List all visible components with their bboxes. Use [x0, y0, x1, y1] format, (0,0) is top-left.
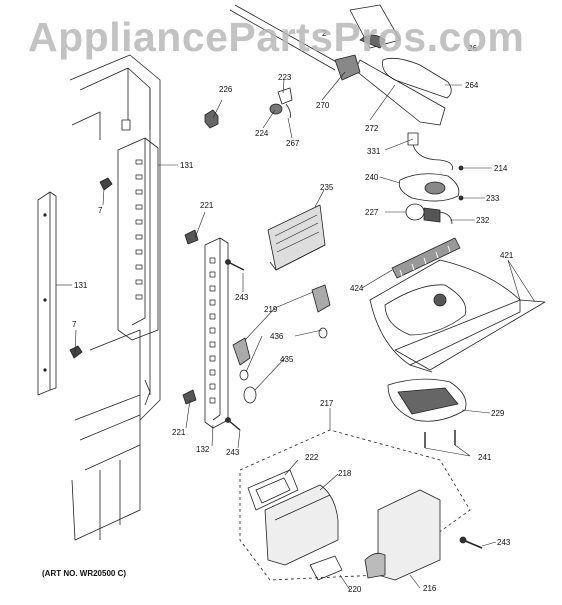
callout-243-lower: 243	[226, 448, 240, 457]
callout-219: 219	[264, 305, 278, 314]
callout-131-center: 131	[180, 161, 194, 170]
watermark-logo: AppliancePartsPros.com	[28, 14, 525, 60]
bulb-435	[243, 386, 257, 404]
callout-226: 226	[219, 85, 233, 94]
callout-214: 214	[494, 164, 508, 173]
clip-7-lower	[69, 345, 83, 359]
callout-229: 229	[491, 409, 505, 418]
callout-131-left: 131	[74, 281, 88, 290]
callout-7-upper: 7	[98, 206, 103, 215]
callout-235: 235	[320, 183, 334, 192]
bulb-436	[239, 327, 328, 381]
screw-233	[458, 195, 464, 201]
callout-218: 218	[338, 469, 352, 478]
callout-224: 224	[255, 129, 269, 138]
callout-labels: 2 26 264 223 226 270 224 267 272 131 331…	[72, 29, 514, 594]
light-panel-421	[369, 259, 546, 373]
cover-216	[364, 489, 441, 581]
bulb-227-socket-232	[405, 203, 453, 225]
callout-7-lower: 7	[72, 320, 77, 329]
screw-243-a	[225, 259, 245, 271]
callout-132: 132	[196, 445, 210, 454]
gasket-222	[247, 469, 299, 511]
rail-131-center	[117, 137, 159, 341]
callout-232: 232	[476, 216, 490, 225]
socket-219	[232, 284, 331, 366]
callout-421: 421	[500, 251, 514, 260]
callout-220: 220	[348, 585, 362, 594]
rail-132	[204, 237, 229, 429]
callout-424: 424	[350, 284, 364, 293]
callout-217: 217	[320, 399, 334, 408]
part-223-224-267	[269, 87, 293, 119]
part-226	[204, 109, 219, 129]
callout-240: 240	[365, 173, 379, 182]
clip-7-upper	[99, 177, 113, 191]
callout-222: 222	[305, 453, 319, 462]
callout-272: 272	[365, 124, 379, 133]
cover-218	[264, 484, 339, 566]
pins-241	[424, 430, 456, 448]
callout-331: 331	[367, 147, 381, 156]
callout-26: 26	[468, 44, 477, 53]
callout-435: 435	[280, 355, 294, 364]
callout-221-lower: 221	[172, 428, 186, 437]
callout-233: 233	[486, 194, 500, 203]
callout-264: 264	[465, 81, 479, 90]
screw-214	[458, 165, 464, 171]
callout-223: 223	[278, 73, 292, 82]
gasket-220	[309, 555, 343, 581]
deflector-229	[387, 378, 467, 422]
callout-243-upper: 243	[235, 293, 249, 302]
art-number: (ART NO. WR20500 C)	[42, 569, 127, 578]
light-housing-240	[398, 173, 460, 202]
callout-243-kit: 243	[497, 538, 511, 547]
clip-221-upper	[184, 229, 199, 245]
cabinet-liner	[69, 54, 161, 541]
screw-243-c	[459, 536, 483, 549]
callout-227: 227	[365, 208, 379, 217]
callout-270: 270	[316, 101, 330, 110]
vent-grille-235	[267, 204, 326, 271]
rail-131-left	[37, 191, 57, 396]
callout-267: 267	[286, 139, 300, 148]
clip-221-lower	[182, 389, 197, 405]
callout-221-upper: 221	[200, 201, 214, 210]
callout-216: 216	[423, 584, 437, 593]
callout-241: 241	[478, 453, 492, 462]
callout-436: 436	[270, 332, 284, 341]
duct-assembly-272	[229, 4, 452, 126]
leader-lines	[56, 71, 536, 591]
screw-243-b	[225, 417, 241, 431]
wire-connector-331	[407, 132, 453, 171]
switch-strip-424	[391, 237, 461, 279]
callout-2: 2	[322, 29, 327, 38]
